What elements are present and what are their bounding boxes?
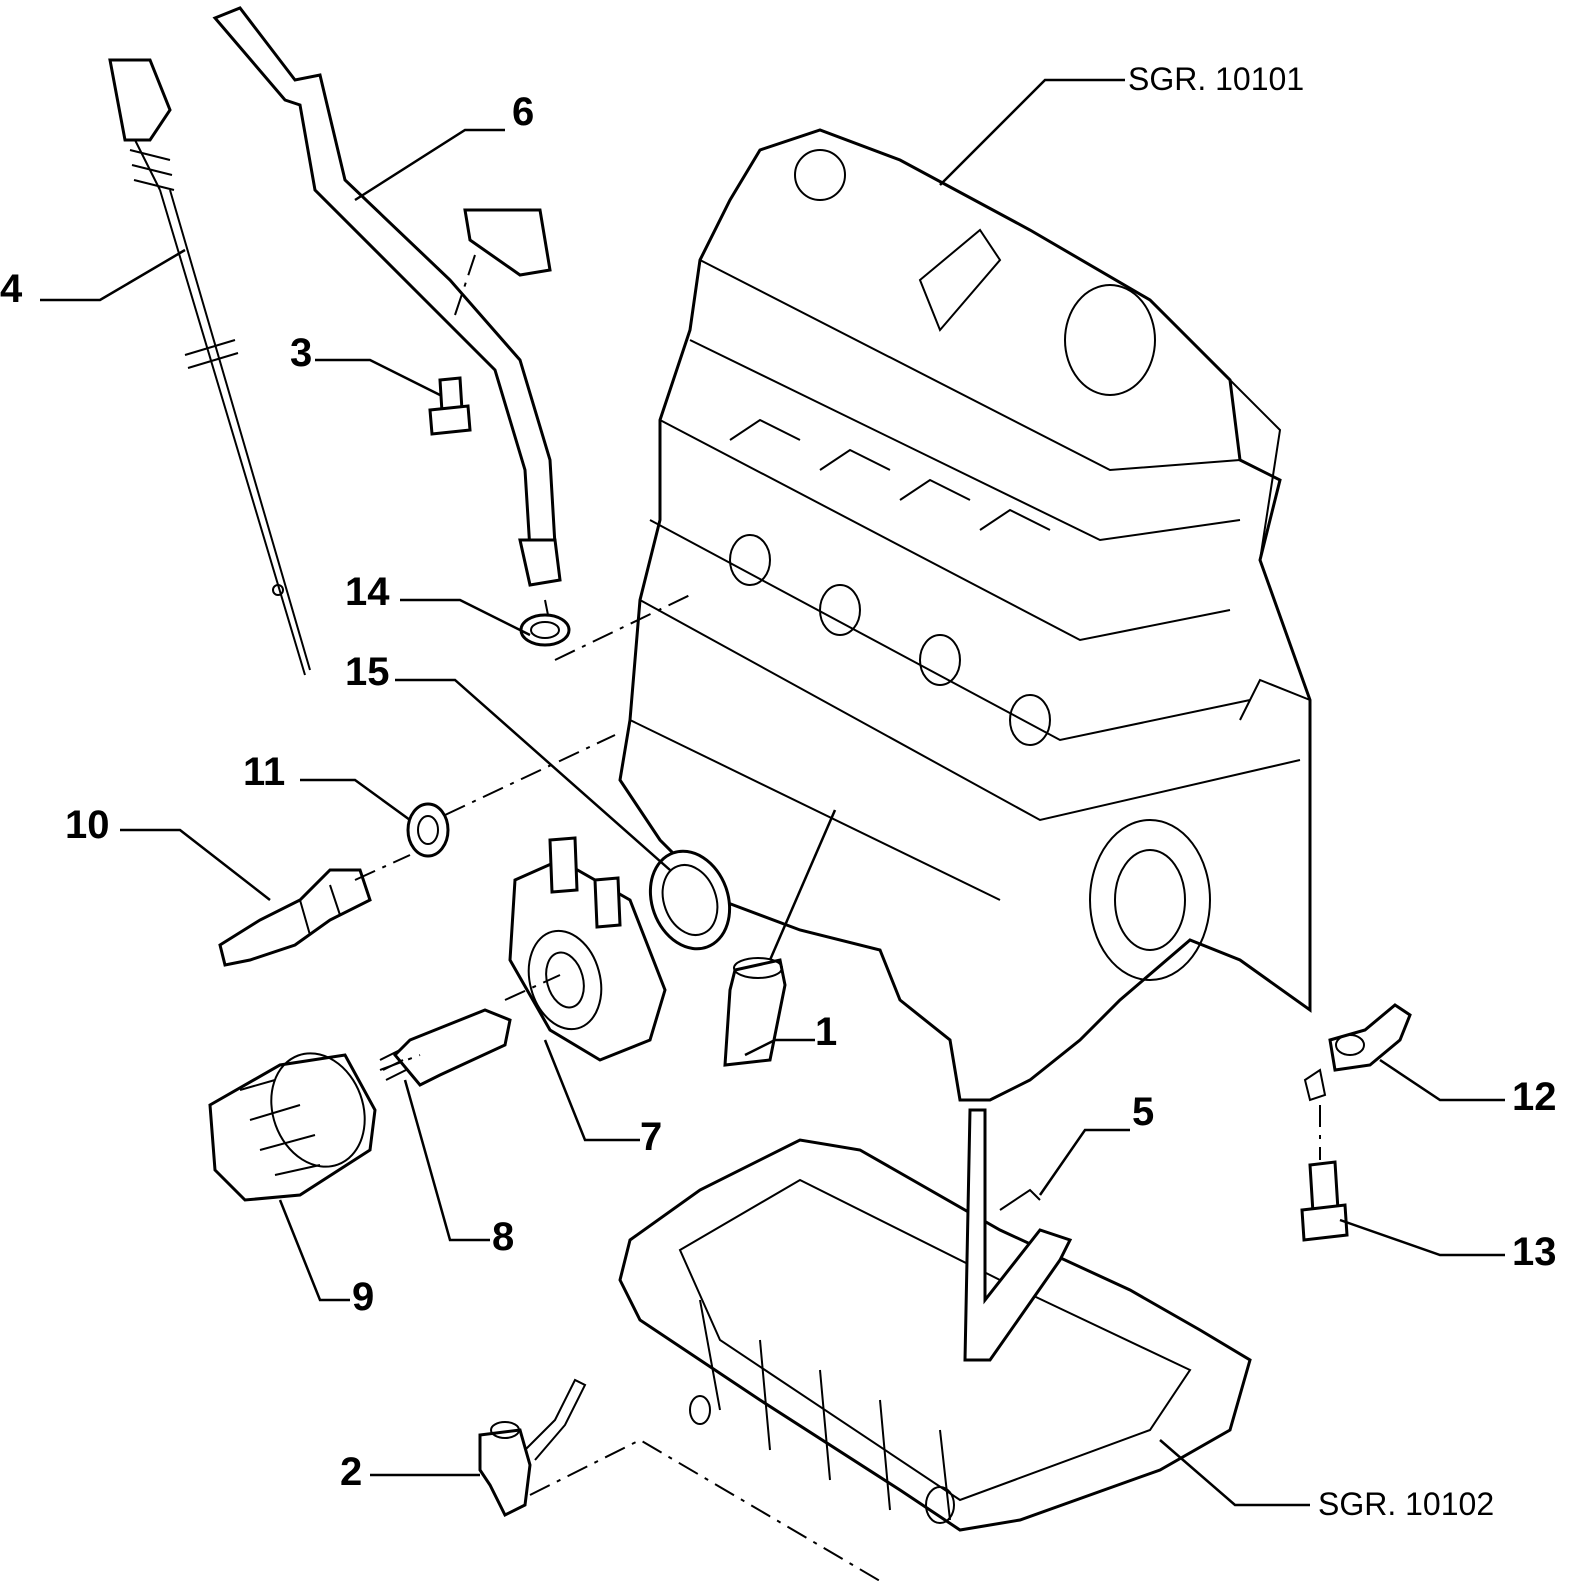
assembly-line bbox=[354, 854, 411, 881]
oil-pan bbox=[618, 1138, 1252, 1532]
ref-oil-pan: SGR. 10102 bbox=[1318, 1486, 1494, 1522]
assembly-line bbox=[529, 1438, 881, 1581]
callout-14: 14 bbox=[345, 570, 390, 614]
drain-plug-2 bbox=[478, 1378, 587, 1518]
callout-12: 12 bbox=[1512, 1075, 1557, 1119]
callout-3: 3 bbox=[290, 331, 312, 375]
assembly-line bbox=[444, 734, 616, 816]
callout-8: 8 bbox=[492, 1215, 514, 1259]
oil-filter-9 bbox=[208, 1052, 377, 1202]
assembly-line bbox=[454, 254, 476, 316]
screw-3 bbox=[428, 376, 472, 436]
oil-pickup-tube bbox=[963, 1108, 1073, 1362]
ref-engine-block: SGR. 10101 bbox=[1128, 61, 1304, 97]
seal-ring-14 bbox=[519, 613, 571, 647]
callout-15: 15 bbox=[345, 650, 390, 694]
leader-lines bbox=[40, 78, 1505, 1507]
bracket-12 bbox=[1303, 1003, 1412, 1102]
engine-block bbox=[618, 128, 1312, 1102]
callout-7: 7 bbox=[640, 1115, 662, 1159]
assembly-line bbox=[504, 974, 561, 1001]
callout-9: 9 bbox=[352, 1275, 374, 1319]
callout-5: 5 bbox=[1132, 1090, 1154, 1134]
dipstick bbox=[108, 58, 311, 676]
threaded-union-8 bbox=[379, 1008, 512, 1087]
callout-2: 2 bbox=[340, 1450, 362, 1494]
assembly-line bbox=[544, 599, 549, 616]
dipstick-guide-tube bbox=[212, 6, 562, 587]
sensor-10 bbox=[218, 868, 372, 967]
callout-1: 1 bbox=[815, 1010, 837, 1054]
washer-11 bbox=[406, 802, 450, 858]
gasket-15 bbox=[648, 849, 732, 951]
screw-13 bbox=[1300, 1160, 1349, 1242]
callout-6: 6 bbox=[512, 90, 534, 134]
callout-11: 11 bbox=[243, 750, 285, 794]
assembly-line bbox=[554, 594, 691, 661]
fitting-1 bbox=[723, 957, 787, 1067]
callout-10: 10 bbox=[65, 803, 110, 847]
oil-cooler-7 bbox=[508, 836, 667, 1062]
assembly-line bbox=[379, 1054, 421, 1071]
callout-13: 13 bbox=[1512, 1230, 1557, 1274]
callout-4: 4 bbox=[0, 267, 23, 311]
